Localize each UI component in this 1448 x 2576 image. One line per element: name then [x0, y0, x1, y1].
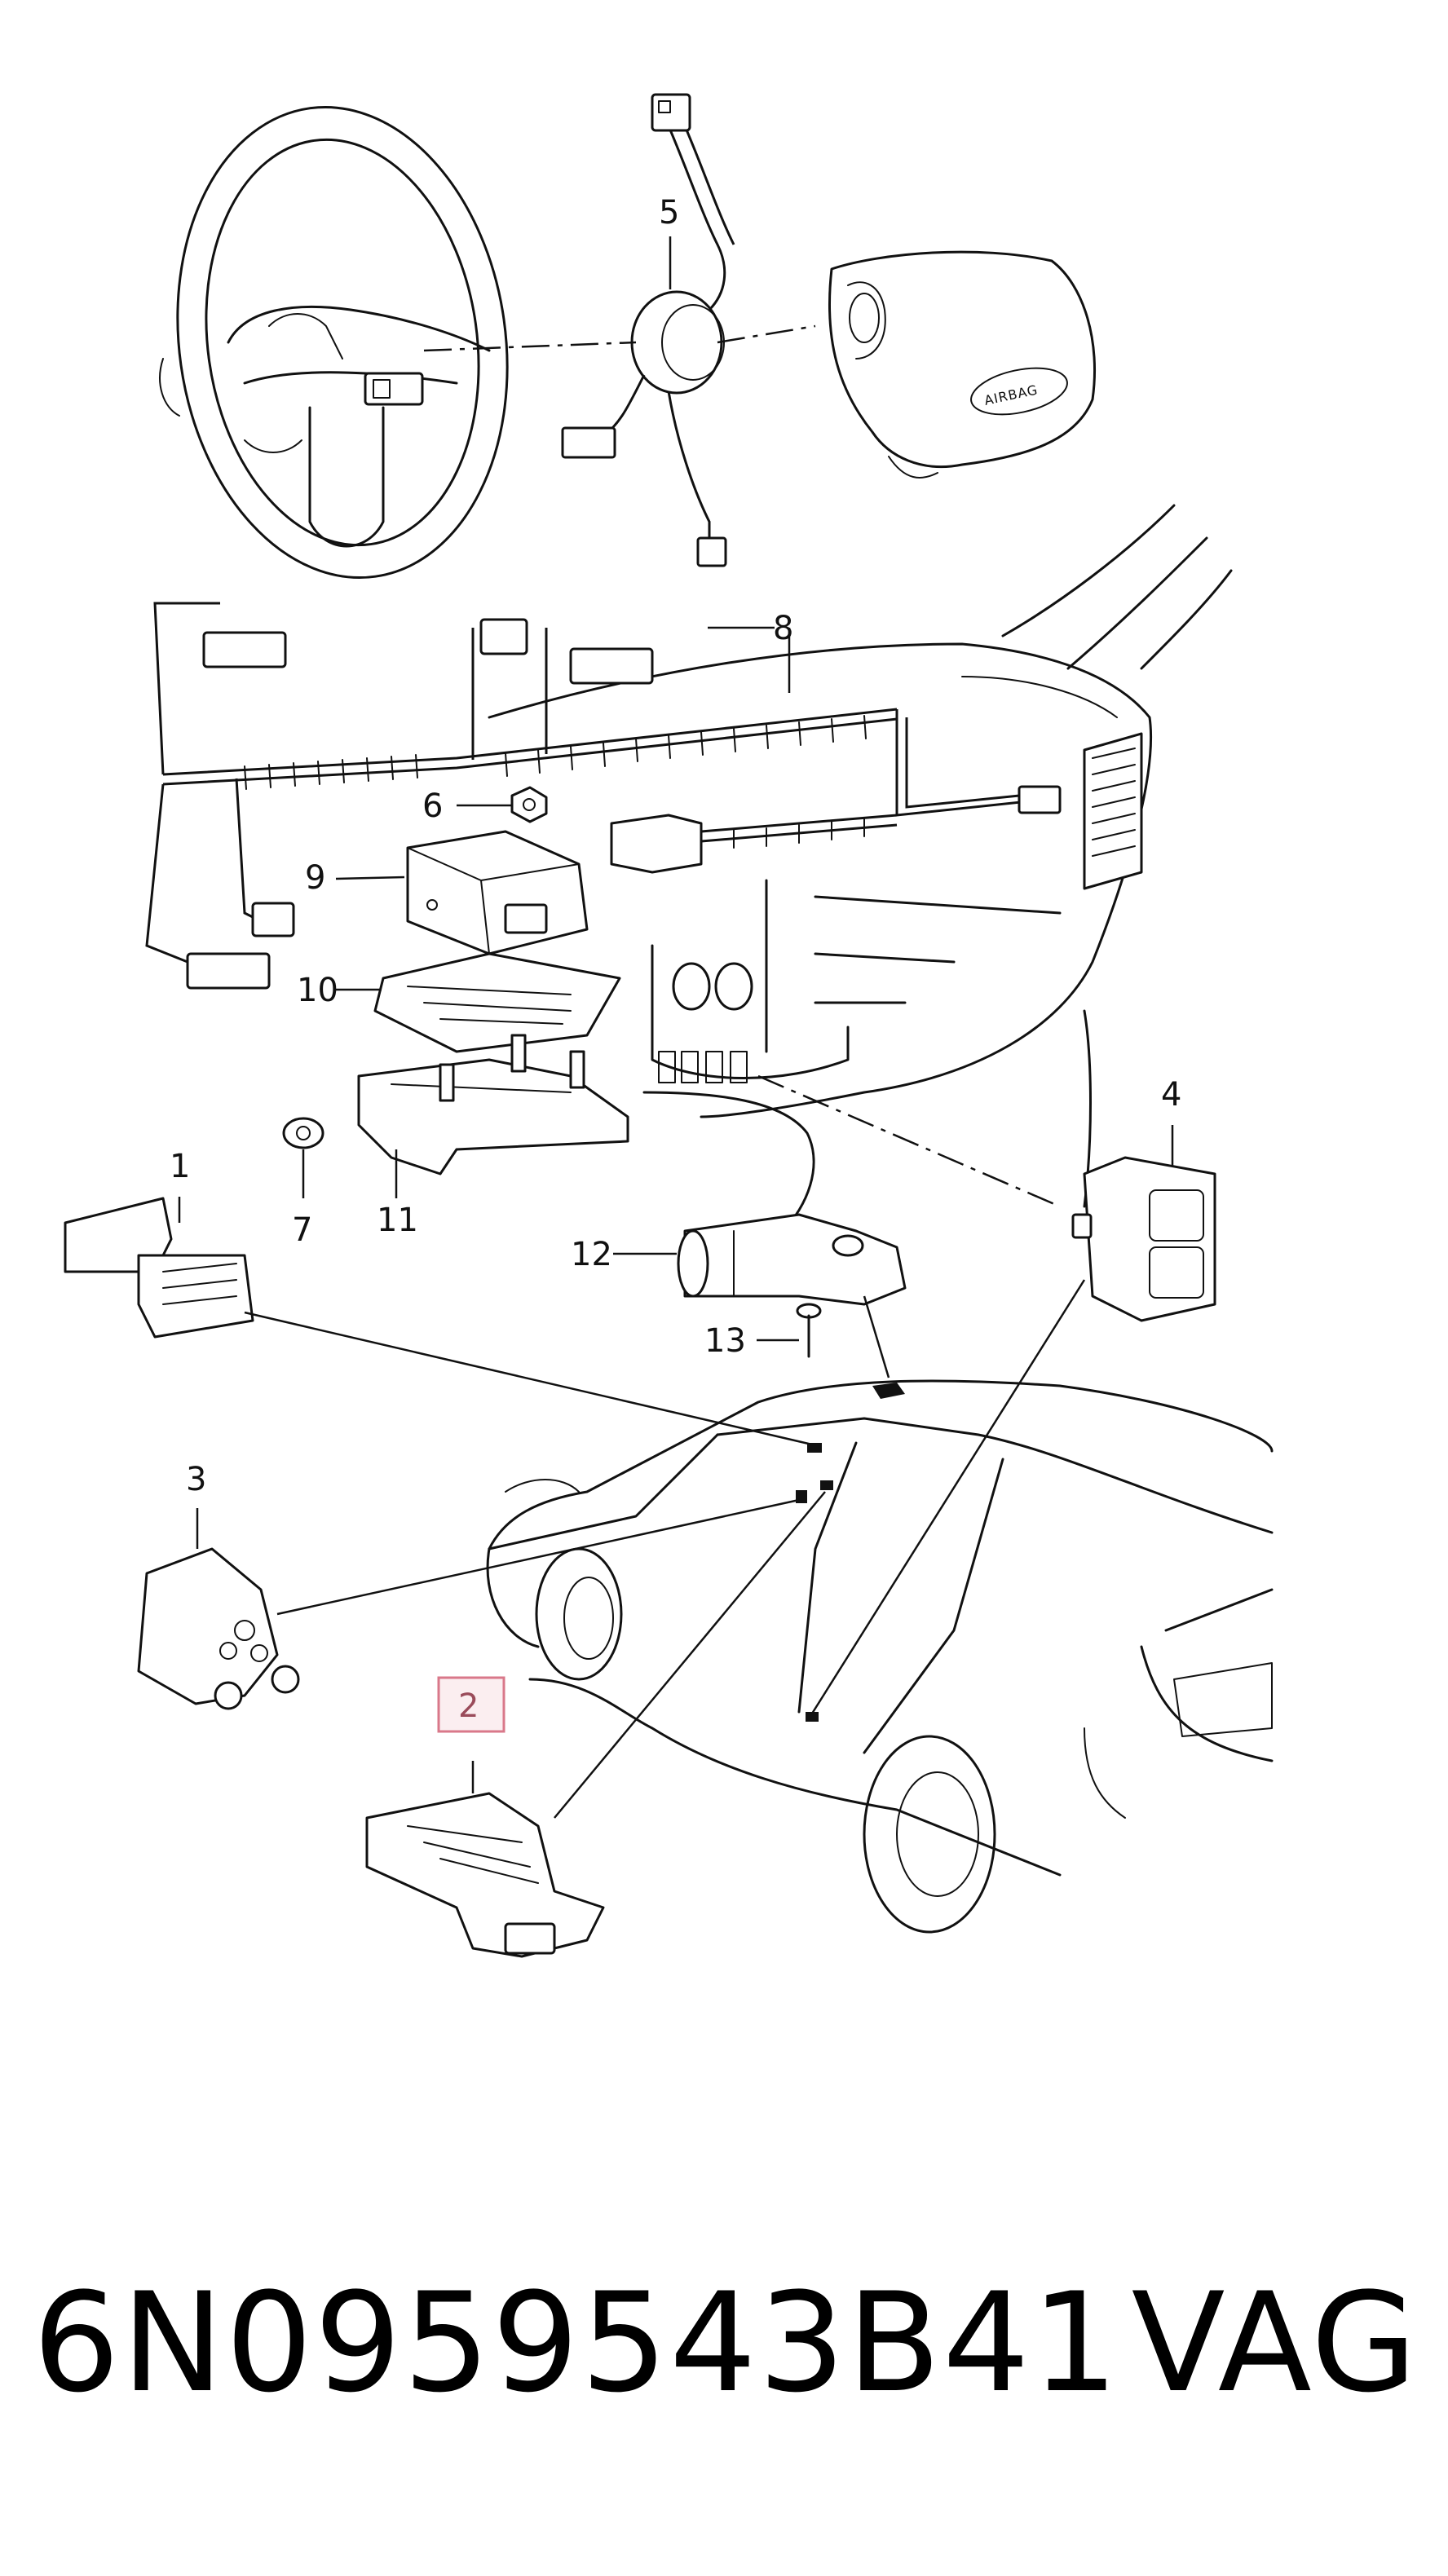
- callout-4: 4: [1161, 1076, 1181, 1114]
- part-number: 6N0959543B41: [33, 2263, 1120, 2423]
- callout-5: 5: [659, 194, 679, 232]
- airbag-module: AIRBAG: [828, 250, 1096, 479]
- leader-lines: [178, 236, 1174, 1819]
- switch-2: [365, 1792, 605, 1958]
- screw: [282, 1117, 324, 1149]
- car-body: [486, 1379, 1274, 1934]
- screw-13: [796, 1303, 822, 1358]
- callout-3: 3: [186, 1461, 206, 1498]
- nut: [510, 786, 548, 823]
- steering-wheel: [159, 105, 509, 580]
- callout-13: 13: [704, 1322, 746, 1360]
- callout-7: 7: [292, 1211, 312, 1249]
- callout-1: 1: [170, 1148, 190, 1185]
- mounting-bracket: [357, 1034, 629, 1176]
- brand-label: VAG: [1131, 2263, 1419, 2423]
- parts-diagram: AIRBAG: [64, 93, 1274, 1958]
- wiring-harness: [145, 602, 1062, 990]
- switch-1: [64, 1197, 254, 1339]
- bracket-plate: [373, 952, 621, 1053]
- clock-spring: [423, 93, 816, 567]
- callout-12: 12: [571, 1236, 612, 1273]
- callout-6: 6: [422, 787, 443, 825]
- callout-10: 10: [297, 972, 338, 1009]
- callout-8: 8: [773, 610, 793, 647]
- dashboard: [488, 504, 1233, 1233]
- callout-11: 11: [377, 1202, 418, 1239]
- callout-2: 2: [458, 1687, 479, 1725]
- callout-labels: 1 3 4 5 6 7 8 9 10 11 12 13 2: [170, 194, 1181, 1733]
- callout-2-highlight-box: [437, 1676, 505, 1733]
- switch-4: [1071, 1156, 1216, 1322]
- airbag-control-unit: [406, 830, 589, 955]
- callout-9: 9: [305, 859, 325, 897]
- switch-3: [137, 1547, 300, 1710]
- part-number-footer: 6N0959543B41 VAG: [33, 2274, 1419, 2411]
- window-motor: [677, 1213, 907, 1306]
